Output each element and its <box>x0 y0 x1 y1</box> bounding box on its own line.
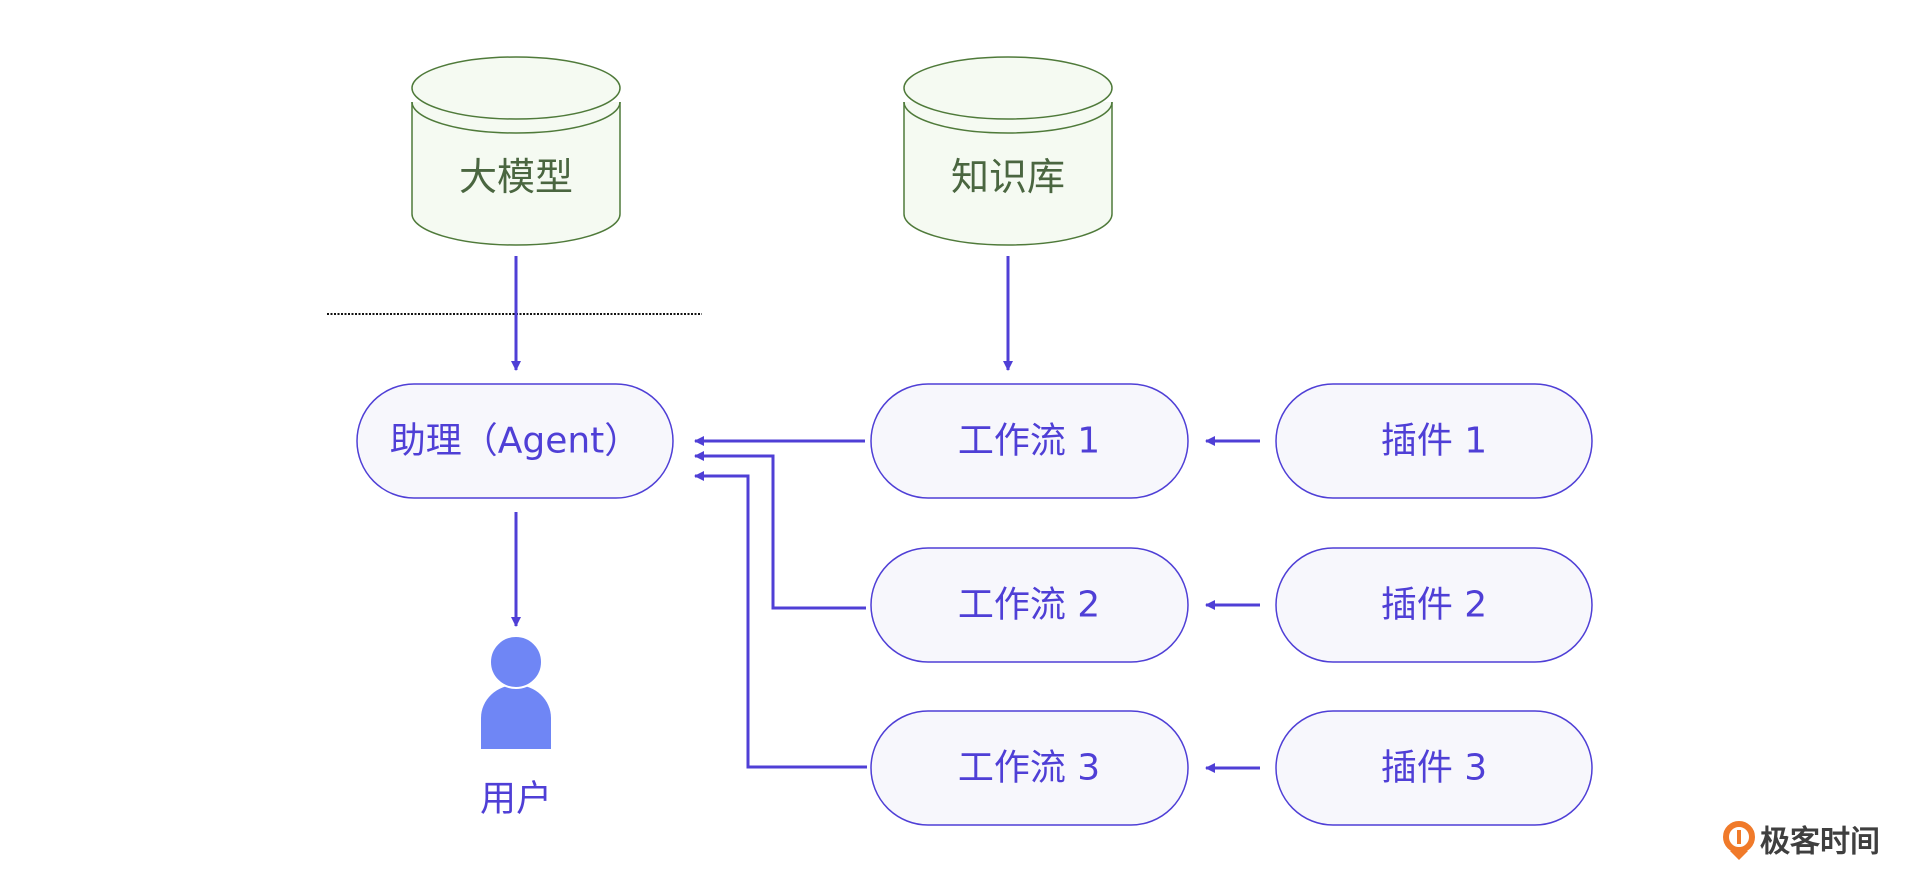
user-label: 用户 <box>480 779 552 820</box>
agent-label: 助理（Agent） <box>390 421 641 462</box>
plugin-label: 插件 1 <box>1381 421 1487 462</box>
plugin-label: 插件 2 <box>1381 585 1487 626</box>
arrow-workflow3-to-agent <box>694 471 867 769</box>
workflow-node-3[interactable]: 工作流 3 <box>870 710 1189 826</box>
llm-label: 大模型 <box>459 155 573 199</box>
logo-text: 极客时间 <box>1760 825 1880 860</box>
workflow-label: 工作流 3 <box>958 748 1100 789</box>
workflow-node-2[interactable]: 工作流 2 <box>870 547 1189 663</box>
knowledge-base-label: 知识库 <box>951 155 1065 199</box>
plugin-node-1[interactable]: 插件 1 <box>1275 383 1593 499</box>
workflow-label: 工作流 1 <box>958 421 1100 462</box>
knowledge-base-cylinder: 知识库 <box>903 56 1113 246</box>
workflow-node-1[interactable]: 工作流 1 <box>870 383 1189 499</box>
agent-node[interactable]: 助理（Agent） <box>356 383 674 499</box>
user-icon <box>481 635 551 749</box>
arrow-workflow2-to-agent <box>694 451 866 610</box>
workflow-label: 工作流 2 <box>958 585 1100 626</box>
geektime-logo: 极客时间 <box>1723 821 1880 860</box>
llm-cylinder: 大模型 <box>411 56 621 246</box>
plugin-node-2[interactable]: 插件 2 <box>1275 547 1593 663</box>
plugin-label: 插件 3 <box>1381 748 1487 789</box>
geektime-logo-icon <box>1723 821 1755 860</box>
plugin-node-3[interactable]: 插件 3 <box>1275 710 1593 826</box>
